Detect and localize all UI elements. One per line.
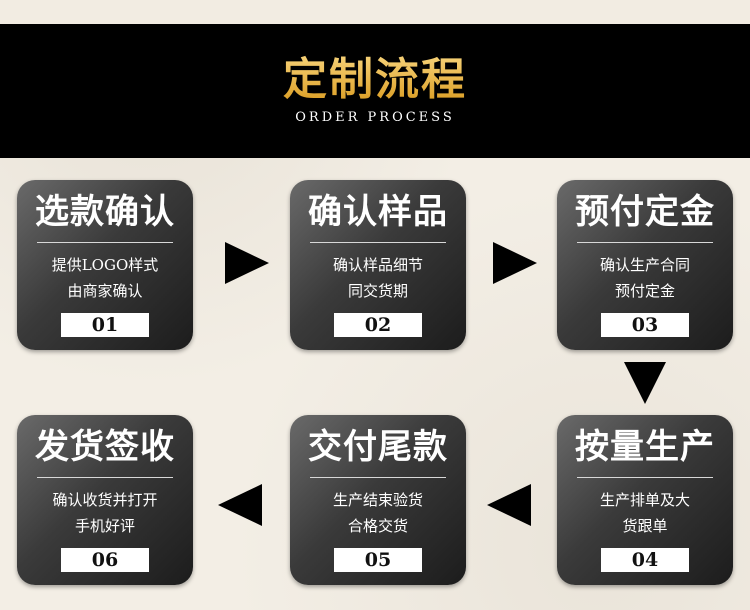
step-divider [310,477,446,478]
step-title: 按量生产 [575,427,715,467]
step-card-5: 交付尾款 生产结束验货 合格交货 05 [290,415,466,585]
step-divider [577,242,713,243]
step-desc-line: 确认生产合同 [599,256,690,274]
step-card-4: 按量生产 生产排单及大 货跟单 04 [557,415,733,585]
step-desc-line: 合格交货 [347,517,408,535]
step-desc-line: 货跟单 [622,517,668,535]
step-number: 04 [601,548,689,572]
step-desc-line: 提供LOGO样式 [51,256,159,274]
header-banner: 定制流程 ORDER PROCESS [0,24,750,158]
arrow-right-icon [225,242,269,284]
step-number: 01 [61,313,149,337]
step-description: 生产结束验货 合格交货 [290,487,466,539]
step-desc-line: 由商家确认 [67,282,143,300]
step-number: 06 [61,548,149,572]
step-desc-line: 确认样品细节 [332,256,423,274]
step-number: 02 [334,313,422,337]
step-description: 确认收货并打开 手机好评 [17,487,193,539]
step-desc-line: 确认收货并打开 [52,491,158,509]
step-card-1: 选款确认 提供LOGO样式 由商家确认 01 [17,180,193,350]
step-divider [310,242,446,243]
arrow-left-icon [218,484,262,526]
step-title: 交付尾款 [308,427,448,467]
top-strip [0,0,750,24]
step-title: 确认样品 [308,192,448,232]
step-card-6: 发货签收 确认收货并打开 手机好评 06 [17,415,193,585]
step-divider [37,477,173,478]
step-desc-line: 同交货期 [347,282,408,300]
page-title: 定制流程 [0,54,750,106]
step-desc-line: 手机好评 [74,517,135,535]
step-desc-line: 预付定金 [614,282,675,300]
step-divider [37,242,173,243]
step-number: 05 [334,548,422,572]
step-title: 预付定金 [575,192,715,232]
arrow-left-icon [487,484,531,526]
step-title: 发货签收 [35,427,175,467]
page-subtitle: ORDER PROCESS [295,110,455,125]
step-number: 03 [601,313,689,337]
step-desc-line: 生产结束验货 [332,491,423,509]
step-desc-line: 生产排单及大 [599,491,690,509]
step-description: 确认样品细节 同交货期 [290,252,466,304]
arrow-down-icon [624,362,666,404]
arrow-right-icon [493,242,537,284]
step-description: 生产排单及大 货跟单 [557,487,733,539]
step-card-2: 确认样品 确认样品细节 同交货期 02 [290,180,466,350]
step-title: 选款确认 [35,192,175,232]
step-description: 确认生产合同 预付定金 [557,252,733,304]
step-card-3: 预付定金 确认生产合同 预付定金 03 [557,180,733,350]
step-description: 提供LOGO样式 由商家确认 [17,252,193,304]
step-divider [577,477,713,478]
